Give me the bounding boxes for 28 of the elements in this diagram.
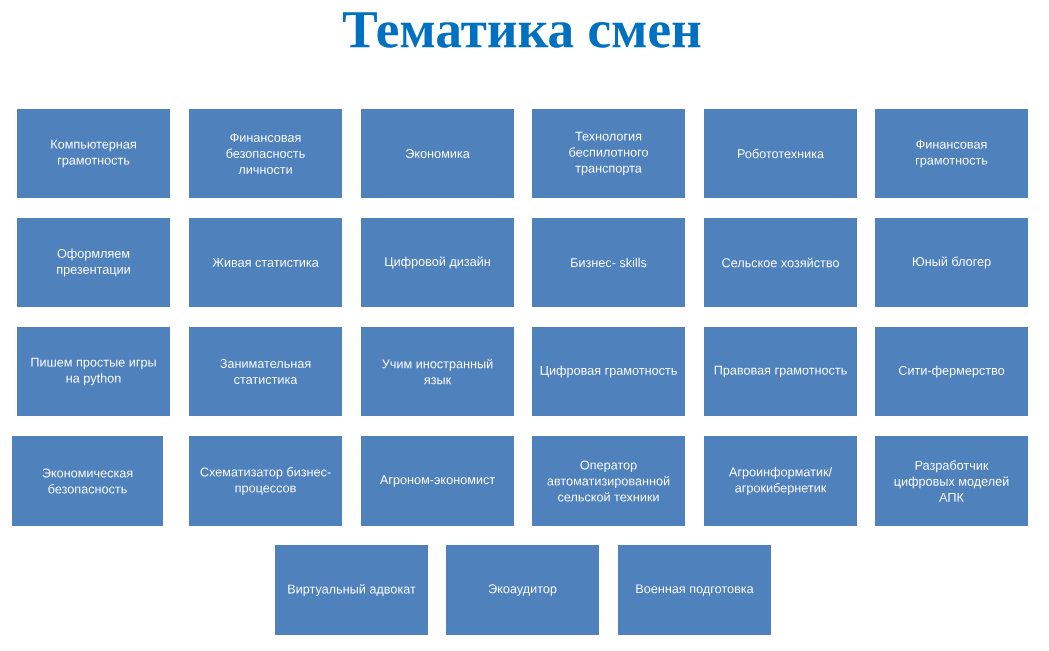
topic-box: Военная подготовка <box>618 545 771 635</box>
topic-box: Сельское хозяйство <box>704 218 857 307</box>
topic-box: Технология беспилотного транспорта <box>532 109 685 198</box>
topic-box: Агроном-экономист <box>361 436 514 526</box>
title: Тематика смен <box>343 12 701 48</box>
topic-box: Агроинформатик/ агрокибернетик <box>704 436 857 526</box>
topic-box: Финансовая безопасность личности <box>189 109 342 198</box>
topic-box: Экономика <box>361 109 514 198</box>
topic-box: Компьютерная грамотность <box>17 109 170 198</box>
topic-box: Живая статистика <box>189 218 342 307</box>
topic-box: Виртуальный адвокат <box>275 545 428 635</box>
topic-box: Разработчик цифровых моделей АПК <box>875 436 1028 526</box>
topic-box: Занимательная статистика <box>189 327 342 416</box>
topic-box: Юный блогер <box>875 218 1028 307</box>
topic-box: Пишем простые игры на python <box>17 327 170 416</box>
topic-box: Оформляем презентации <box>17 218 170 307</box>
topic-box: Учим иностранный язык <box>361 327 514 416</box>
topic-box: Оператор автоматизированной сельской техники <box>532 436 685 526</box>
topic-box: Экономическая безопасность <box>12 436 163 526</box>
topic-box: Экоаудитор <box>446 545 599 635</box>
topic-box: Бизнес- skills <box>532 218 685 307</box>
topic-box: Цифровая грамотность <box>532 327 685 416</box>
topic-box: Правовая грамотность <box>704 327 857 416</box>
topic-box: Схематизатор бизнес- процессов <box>189 436 342 526</box>
topic-box: Сити-фермерство <box>875 327 1028 416</box>
topic-box: Цифровой дизайн <box>361 218 514 307</box>
topic-box: Финансовая грамотность <box>875 109 1028 198</box>
topic-box: Робототехника <box>704 109 857 198</box>
